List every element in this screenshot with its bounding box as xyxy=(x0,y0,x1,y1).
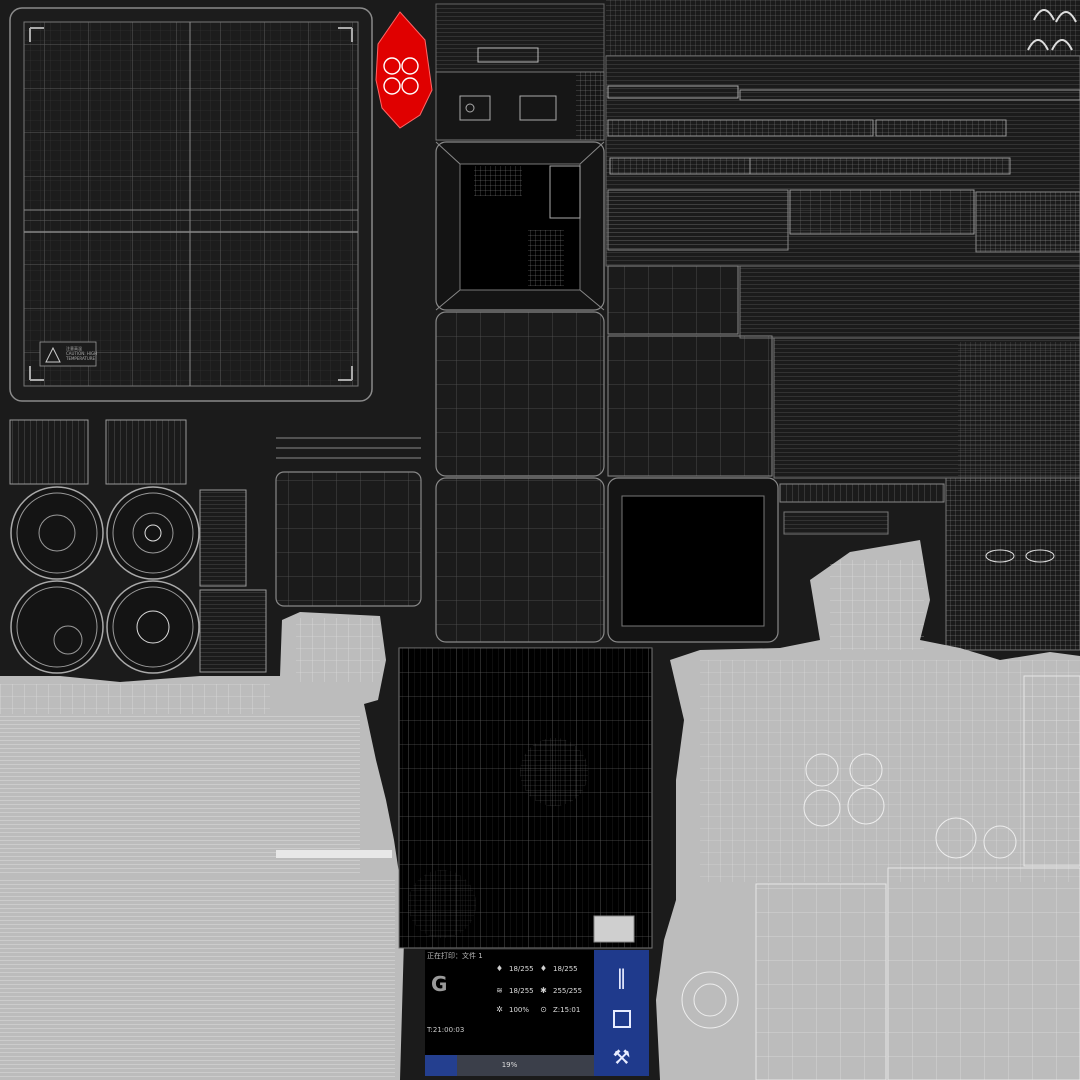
tools-button[interactable]: ⚒ xyxy=(594,1038,649,1076)
nozzle1-value: 18/255 xyxy=(509,964,534,973)
top-center-details xyxy=(435,3,605,141)
nozzle1-temp: ♦ 18/255 xyxy=(495,964,534,973)
bed-temp: ≋ 18/255 xyxy=(495,986,534,995)
warning-line-2: CAUTION: HIGH xyxy=(66,351,98,356)
bed-icon: ≋ xyxy=(496,986,503,995)
screen-sidebar: ‖ ⚒ xyxy=(594,950,649,1076)
warning-line-1: 注意高温 xyxy=(66,346,82,351)
z-value: Z:15:01 xyxy=(553,1005,581,1014)
stop-icon xyxy=(612,1010,631,1028)
z-axis-icon: ⊙ xyxy=(540,1005,547,1014)
stop-button[interactable] xyxy=(594,1000,649,1038)
heatbed-uv xyxy=(9,7,373,402)
fan-icon: ✲ xyxy=(496,1005,503,1014)
elapsed-time: T:21:00:03 xyxy=(427,1026,465,1034)
bed-value: 18/255 xyxy=(509,986,534,995)
fan-speed: ✲ 100% xyxy=(495,1005,529,1014)
nozzle-icon: ♦ xyxy=(539,964,548,973)
pause-icon: ‖ xyxy=(616,965,627,989)
progress-fill xyxy=(425,1055,458,1076)
right-middle-strips xyxy=(739,265,1080,651)
nozzle2-temp: ♦ 18/255 xyxy=(539,964,578,973)
print-progress-bar: 19% xyxy=(425,1055,594,1076)
warning-line-3: TEMPERATURE xyxy=(66,356,96,361)
light-uv-regions xyxy=(0,540,1080,1080)
fan-value: 100% xyxy=(509,1005,530,1014)
upper-right-strips xyxy=(605,0,1080,267)
chamber-value: 255/255 xyxy=(553,986,583,995)
progress-percent: 19% xyxy=(501,1061,518,1069)
nozzle2-value: 18/255 xyxy=(553,964,578,973)
chamber-temp: ✱ 255/255 xyxy=(539,986,582,995)
warning-triangle-icon xyxy=(45,346,61,363)
fan-uv-parts xyxy=(9,419,267,674)
tools-icon: ⚒ xyxy=(612,1045,631,1069)
nozzle-icon: ♦ xyxy=(495,964,504,973)
z-position: ⊙ Z:15:01 xyxy=(539,1005,580,1014)
heatbed-warning-label: 注意高温 CAUTION: HIGH TEMPERATURE xyxy=(66,346,97,361)
fan-icon: ✱ xyxy=(540,986,547,995)
enclosure-panel-uv xyxy=(398,647,653,949)
pause-button[interactable]: ‖ xyxy=(594,958,649,996)
logo-icon: G xyxy=(431,972,448,996)
center-boxes xyxy=(275,141,779,643)
screen-title: 正在打印：文件 1 xyxy=(427,952,483,960)
